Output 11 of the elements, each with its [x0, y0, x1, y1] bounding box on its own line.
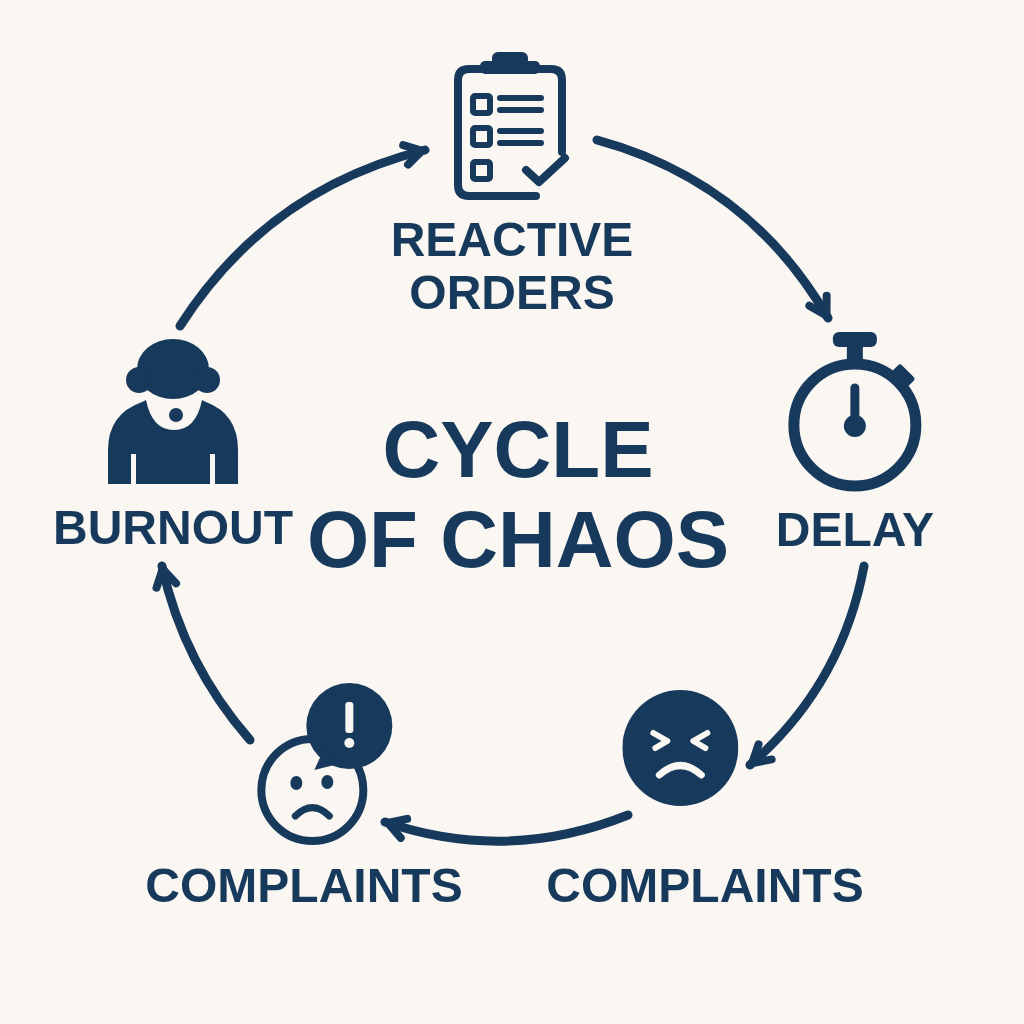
arrow — [380, 810, 633, 846]
step-label: DELAY — [775, 503, 935, 556]
step-label: COMPLAINTS — [546, 859, 864, 912]
step-label: COMPLAINTS — [145, 859, 463, 912]
arrow — [745, 561, 869, 770]
title: CYCLE OF CHAOS — [306, 405, 730, 585]
step-label: REACTIVE ORDERS — [389, 213, 635, 319]
arrow — [592, 135, 833, 323]
arrow — [153, 561, 255, 745]
step-label: BURNOUT — [53, 501, 293, 554]
arrow — [175, 141, 430, 331]
